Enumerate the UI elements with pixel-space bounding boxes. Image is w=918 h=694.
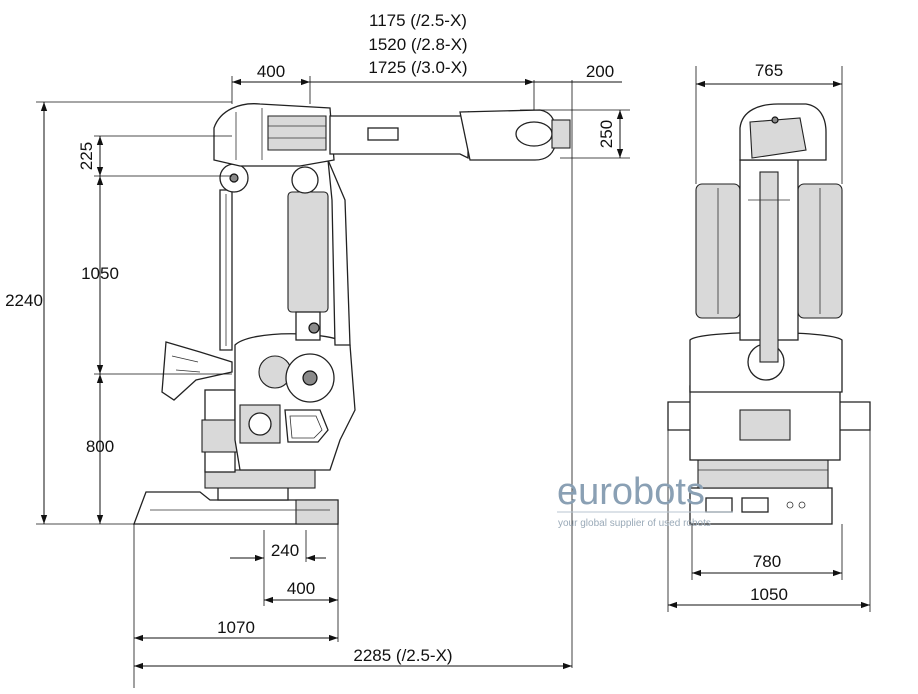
dim-front-780: 780 (753, 552, 781, 571)
dim-front-1050: 1050 (750, 585, 788, 604)
dim-base-1070: 1070 (217, 618, 255, 637)
reach-label-2: 1520 (/2.8-X) (368, 35, 467, 54)
dim-arm-1050: 1050 (81, 264, 119, 283)
dim-wrist-offset: 200 (586, 62, 614, 81)
dim-base-240: 240 (271, 541, 299, 560)
dim-total-length: 2285 (/2.5-X) (353, 646, 452, 665)
dimension-labels: 1175 (/2.5-X) 1520 (/2.8-X) 1725 (/3.0-X… (5, 11, 788, 665)
dimension-lines (36, 66, 871, 688)
dim-wrist-height: 250 (597, 120, 616, 148)
robot-front-view (667, 103, 871, 525)
dim-front-top: 765 (755, 61, 783, 80)
reach-label-3: 1725 (/3.0-X) (368, 58, 467, 77)
dim-base-400: 400 (287, 579, 315, 598)
dim-arm-225: 225 (77, 142, 96, 170)
watermark: eurobots your global supplier of used ro… (557, 471, 733, 529)
watermark-brand: eurobots (557, 471, 705, 513)
watermark-tagline: your global supplier of used robots (558, 518, 711, 529)
robot-side-view (133, 103, 571, 525)
reach-label-1: 1175 (/2.5-X) (369, 11, 467, 30)
dim-total-height: 2240 (5, 291, 43, 310)
dim-upper-arm-offset: 400 (257, 62, 285, 81)
dim-base-800: 800 (86, 437, 114, 456)
